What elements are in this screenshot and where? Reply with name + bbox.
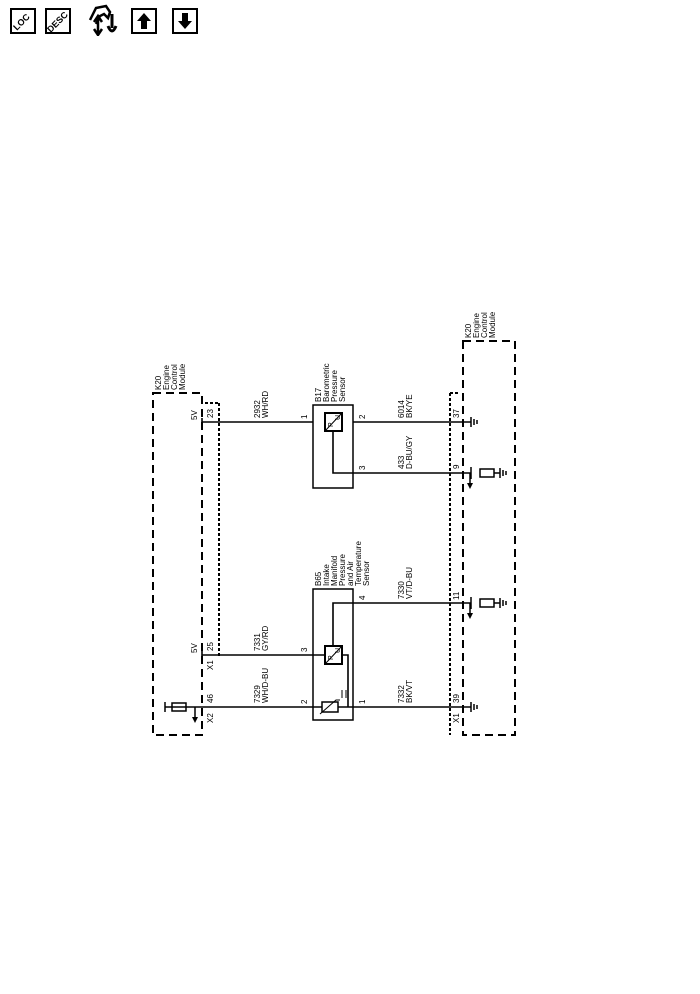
- svg-text:2932: 2932: [253, 400, 262, 418]
- svg-text:4: 4: [358, 595, 367, 600]
- svg-text:7331: 7331: [253, 633, 262, 651]
- svg-text:GY/RD: GY/RD: [261, 625, 270, 651]
- arrow-up-icon: [137, 13, 151, 29]
- svg-text:Intake: Intake: [322, 564, 331, 586]
- svg-text:Module: Module: [488, 311, 497, 338]
- svg-text:2: 2: [358, 414, 367, 419]
- svg-text:X1: X1: [452, 713, 461, 723]
- svg-text:X2: X2: [206, 713, 215, 723]
- wire-433: [332, 431, 471, 474]
- svg-text:Pressure: Pressure: [330, 369, 339, 402]
- svg-text:39: 39: [452, 694, 461, 703]
- svg-text:7330: 7330: [397, 581, 406, 599]
- b17-sensor-box: [312, 404, 354, 489]
- svg-text:B17: B17: [314, 387, 323, 402]
- svg-text:U: U: [335, 415, 342, 420]
- svg-text:1: 1: [300, 414, 309, 419]
- svg-text:Control: Control: [170, 364, 179, 390]
- svg-text:Barometric: Barometric: [322, 363, 331, 402]
- svg-text:Control: Control: [480, 312, 489, 338]
- b65-internal: [341, 654, 349, 707]
- svg-text:3: 3: [358, 465, 367, 470]
- svg-text:25: 25: [206, 642, 215, 651]
- svg-text:7332: 7332: [397, 685, 406, 703]
- svg-text:46: 46: [206, 694, 215, 703]
- svg-text:433: 433: [397, 455, 406, 469]
- pin-labels: 5V 5V 23 25 46 X1 X2 37 9 11 39 X1 1 2 3…: [190, 409, 461, 723]
- svg-text:3: 3: [300, 647, 309, 652]
- svg-text:BK/YE: BK/YE: [405, 394, 414, 418]
- left-connector-x1: [205, 402, 220, 657]
- svg-text:5V: 5V: [190, 410, 199, 420]
- svg-text:K20: K20: [464, 323, 473, 338]
- svg-text:11: 11: [452, 591, 461, 600]
- previous-button[interactable]: [131, 8, 157, 34]
- svg-text:B65: B65: [314, 571, 323, 586]
- svg-text:5V: 5V: [190, 643, 199, 653]
- svg-text:Engine: Engine: [472, 313, 481, 338]
- right-ecm-boundary: [462, 340, 516, 736]
- svg-text:1: 1: [358, 699, 367, 704]
- svg-text:37: 37: [452, 409, 461, 418]
- svg-text:X1: X1: [206, 660, 215, 670]
- svg-text:K20: K20: [154, 375, 163, 390]
- arrow-down-icon: [178, 13, 192, 29]
- left-module-label: K20 Engine Control Module: [154, 363, 187, 390]
- svg-text:P: P: [328, 655, 335, 660]
- svg-text:2: 2: [300, 699, 309, 704]
- svg-text:U: U: [335, 648, 342, 653]
- svg-text:6014: 6014: [397, 400, 406, 418]
- svg-text:BK/VT: BK/VT: [405, 680, 414, 703]
- svg-text:WH/RD: WH/RD: [261, 391, 270, 418]
- left-ecm-boundary: [152, 392, 203, 736]
- svg-text:Sensor: Sensor: [362, 560, 371, 586]
- svg-text:9: 9: [452, 464, 461, 469]
- b17-label: B17 Barometric Pressure Sensor: [314, 363, 347, 402]
- b65-label: B65 Intake Manifold Pressure and Air Tem…: [314, 541, 371, 586]
- svg-text:Sensor: Sensor: [338, 376, 347, 402]
- connector-wrench-button[interactable]: [86, 4, 120, 38]
- svg-text:WH/D-BU: WH/D-BU: [261, 668, 270, 703]
- right-module-label: K20 Engine Control Module: [464, 311, 497, 338]
- svg-text:VT/D-BU: VT/D-BU: [405, 567, 414, 599]
- wire-labels: 2932 WH/RD 6014 BK/YE 433 D-BU/GY 7331 G…: [253, 391, 414, 703]
- location-button[interactable]: LOC: [10, 8, 36, 34]
- svg-text:Module: Module: [178, 363, 187, 390]
- svg-text:Manifold: Manifold: [330, 556, 339, 586]
- svg-text:Engine: Engine: [162, 365, 171, 390]
- svg-text:Temperature: Temperature: [354, 541, 363, 586]
- connector-wrench-icon: [88, 4, 118, 38]
- wire-7330: [332, 602, 471, 646]
- svg-text:23: 23: [206, 409, 215, 418]
- next-button[interactable]: [172, 8, 198, 34]
- svg-text:7329: 7329: [253, 685, 262, 703]
- svg-text:P: P: [328, 422, 335, 427]
- svg-text:Pressure: Pressure: [338, 553, 347, 586]
- right-connector-x1: [449, 392, 460, 735]
- svg-text:and Air: and Air: [346, 561, 355, 586]
- svg-text:D-BU/GY: D-BU/GY: [405, 435, 414, 469]
- description-button[interactable]: DESC: [45, 8, 71, 34]
